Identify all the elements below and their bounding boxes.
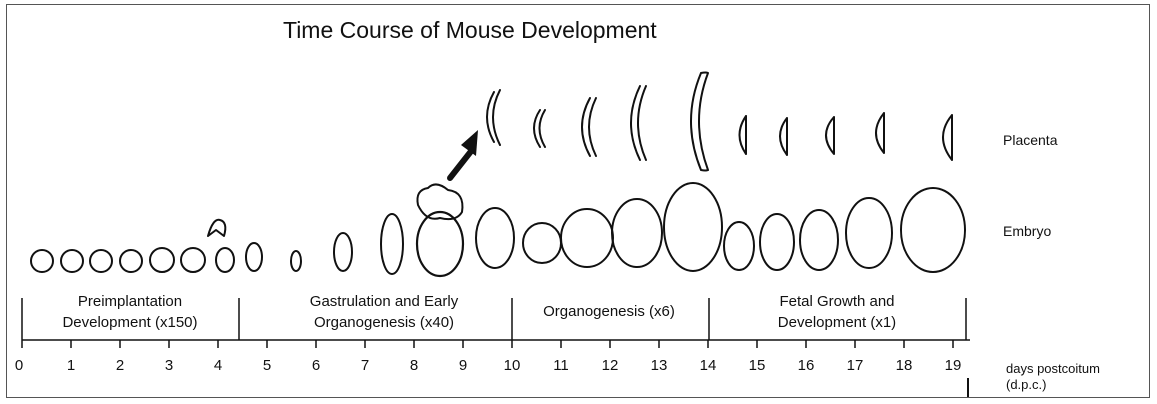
axis-tick-label: 4 (214, 357, 222, 374)
axis-tick-label: 7 (361, 357, 369, 374)
axis-tick-label: 18 (896, 357, 913, 374)
placenta-drawing (691, 73, 708, 171)
embryo-drawing (208, 220, 225, 236)
placenta-row-label: Placenta (1003, 132, 1058, 148)
axis-tick-label: 17 (847, 357, 864, 374)
axis-tick-label: 2 (116, 357, 124, 374)
embryo-drawing (90, 250, 112, 272)
axis-tick-label: 0 (15, 357, 23, 374)
placenta-drawing (534, 110, 545, 147)
embryo-drawing (31, 250, 53, 272)
embryo-drawing (181, 248, 205, 272)
axis-tick-label: 10 (504, 357, 521, 374)
embryo-drawing (476, 208, 514, 268)
axis-label: days postcoitum (1006, 361, 1100, 376)
axis-label-unit: (d.p.c.) (1006, 377, 1046, 392)
figure-title: Time Course of Mouse Development (283, 17, 657, 43)
embryo-drawing (523, 223, 561, 263)
embryo-drawing (724, 222, 754, 270)
phase-label-preimplantation-scale: Development (x150) (62, 314, 197, 331)
placenta-drawings (487, 73, 952, 171)
embryo-drawing (664, 183, 722, 271)
embryo-drawing (760, 214, 794, 270)
embryo-drawings (31, 183, 965, 276)
axis-tick-label: 15 (749, 357, 766, 374)
embryo-drawing (334, 233, 352, 271)
phase-label-organogenesis: Organogenesis (x6) (543, 303, 675, 320)
placenta-drawing (780, 118, 787, 155)
axis-tick-label: 19 (945, 357, 962, 374)
phase-label-gastrulation-scale: Organogenesis (x40) (314, 314, 454, 331)
placenta-drawing (876, 113, 884, 153)
phase-label-preimplantation: Preimplantation (78, 293, 182, 310)
arrow-icon (450, 130, 478, 178)
embryo-drawing (800, 210, 838, 270)
phase-label-gastrulation: Gastrulation and Early (310, 293, 459, 310)
placenta-drawing (493, 90, 500, 145)
axis-tick-label: 8 (410, 357, 418, 374)
placenta-drawing (740, 116, 747, 154)
phase-label-fetal-growth-scale: Development (x1) (778, 314, 896, 331)
axis-tick-label: 16 (798, 357, 815, 374)
axis-tick-label: 6 (312, 357, 320, 374)
placenta-drawing (582, 98, 596, 156)
embryo-drawing (846, 198, 892, 268)
time-axis-ticks: 012345678910111213141516171819 (15, 340, 962, 374)
embryo-drawing (561, 209, 613, 267)
embryo-drawing (150, 248, 174, 272)
embryo-drawing (120, 250, 142, 272)
axis-tick-label: 13 (651, 357, 668, 374)
phase-label-fetal-growth: Fetal Growth and (779, 293, 894, 310)
axis-tick-label: 3 (165, 357, 173, 374)
axis-tick-label: 12 (602, 357, 619, 374)
embryo-drawing (291, 251, 301, 271)
placenta-drawing (631, 86, 646, 160)
embryo-drawing (417, 212, 463, 276)
embryo-row-label: Embryo (1003, 223, 1051, 239)
placenta-drawing (943, 115, 952, 160)
axis-tick-label: 14 (700, 357, 717, 374)
axis-tick-label: 9 (459, 357, 467, 374)
axis-tick-label: 11 (553, 357, 569, 374)
embryo-drawing (901, 188, 965, 272)
embryo-drawing (216, 248, 234, 272)
placenta-drawing (826, 117, 834, 154)
embryo-drawing (381, 214, 403, 274)
axis-tick-label: 1 (67, 357, 75, 374)
embryo-drawing (612, 199, 662, 267)
embryo-drawing (246, 243, 262, 271)
embryo-drawing (61, 250, 83, 272)
axis-tick-label: 5 (263, 357, 271, 374)
